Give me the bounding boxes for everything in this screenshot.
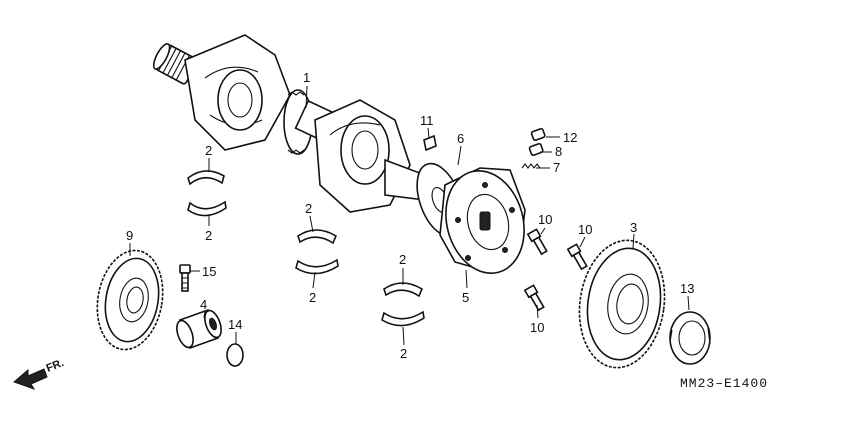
callout-small-gear: 9 — [126, 228, 133, 243]
callout-bearing-b-upper: 2 — [305, 201, 312, 216]
callout-pin: 4 — [200, 297, 207, 312]
bearing-shell — [187, 170, 425, 327]
cap — [530, 127, 546, 141]
front-direction-label: FR. — [45, 357, 66, 375]
small-gear — [96, 249, 164, 351]
circlip — [226, 343, 244, 367]
flywheel-bolt — [523, 228, 588, 312]
callout-bearing-ring: 13 — [680, 281, 694, 296]
callout-crankshaft: 1 — [303, 70, 310, 85]
callout-key: 11 — [420, 113, 434, 128]
large-gear — [578, 239, 666, 369]
callout-bearing-c-upper: 2 — [399, 252, 406, 267]
callout-bolt-a: 10 — [538, 212, 552, 227]
callout-circlip: 14 — [228, 317, 242, 332]
callout-bearing-a-lower: 2 — [205, 228, 212, 243]
callout-shim: 6 — [457, 131, 464, 146]
short-bolt — [179, 264, 191, 292]
bearing-ring — [669, 311, 711, 365]
callout-large-gear: 3 — [630, 220, 637, 235]
diagram-code: MM23–E1400 — [680, 376, 768, 391]
callout-bearing-c-lower: 2 — [400, 346, 407, 361]
callout-bearing-a-upper: 2 — [205, 143, 212, 158]
pin — [176, 308, 222, 350]
callout-plunger: 8 — [555, 144, 562, 159]
leader-lines — [129, 85, 690, 346]
woodruff-key — [423, 134, 437, 152]
callout-spring: 7 — [553, 160, 560, 175]
callout-flywheel: 5 — [462, 290, 469, 305]
callouts: 1 2 2 2 2 2 2 3 4 5 6 7 8 9 10 10 10 11 … — [126, 70, 694, 361]
flywheel — [439, 167, 526, 274]
plunger — [528, 142, 544, 156]
callout-bolt-c: 10 — [530, 320, 544, 335]
callout-cap: 12 — [563, 130, 577, 145]
callout-short-bolt: 15 — [202, 264, 216, 279]
crankshaft — [152, 34, 432, 213]
spring — [521, 163, 541, 169]
front-direction-arrow: FR. — [13, 357, 66, 390]
callout-bearing-b-lower: 2 — [309, 290, 316, 305]
callout-bolt-b: 10 — [578, 222, 592, 237]
